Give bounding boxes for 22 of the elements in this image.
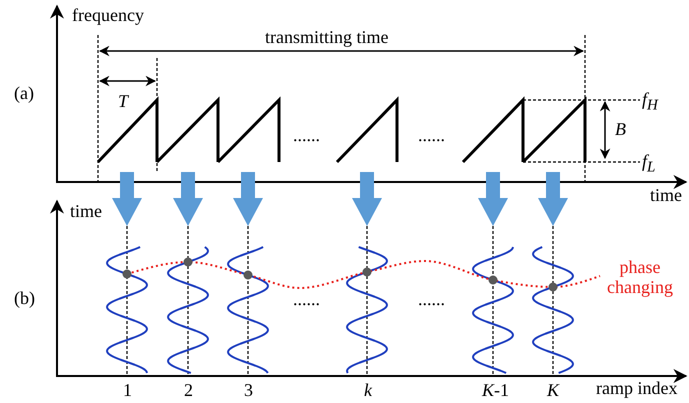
tick-label: K <box>547 381 560 399</box>
tick-label: f$_{L}$ <box>642 152 656 176</box>
ellipsis: ...... <box>418 290 445 308</box>
tick-label: f$_{H}$ <box>642 90 658 114</box>
axis-label: time <box>70 202 102 220</box>
tick-label: 3 <box>244 381 253 399</box>
ellipsis: ...... <box>293 126 320 144</box>
panel-label: (a) <box>14 84 34 102</box>
tick-label: k <box>364 381 372 399</box>
ellipsis: ...... <box>293 290 320 308</box>
ellipsis: ...... <box>418 126 445 144</box>
axis-label: ramp index <box>596 379 678 397</box>
tick-label: K-1 <box>482 381 510 399</box>
tick-label: 2 <box>184 381 193 399</box>
annotation: phase changing <box>606 258 674 298</box>
dimension-label: transmitting time <box>265 28 388 46</box>
axis-label: frequency <box>72 6 144 24</box>
panel-label: (b) <box>14 289 35 307</box>
dimension-label: B <box>615 120 626 138</box>
dimension-label: T <box>118 92 128 110</box>
axis-label: time <box>650 186 682 204</box>
tick-label: 1 <box>123 381 132 399</box>
